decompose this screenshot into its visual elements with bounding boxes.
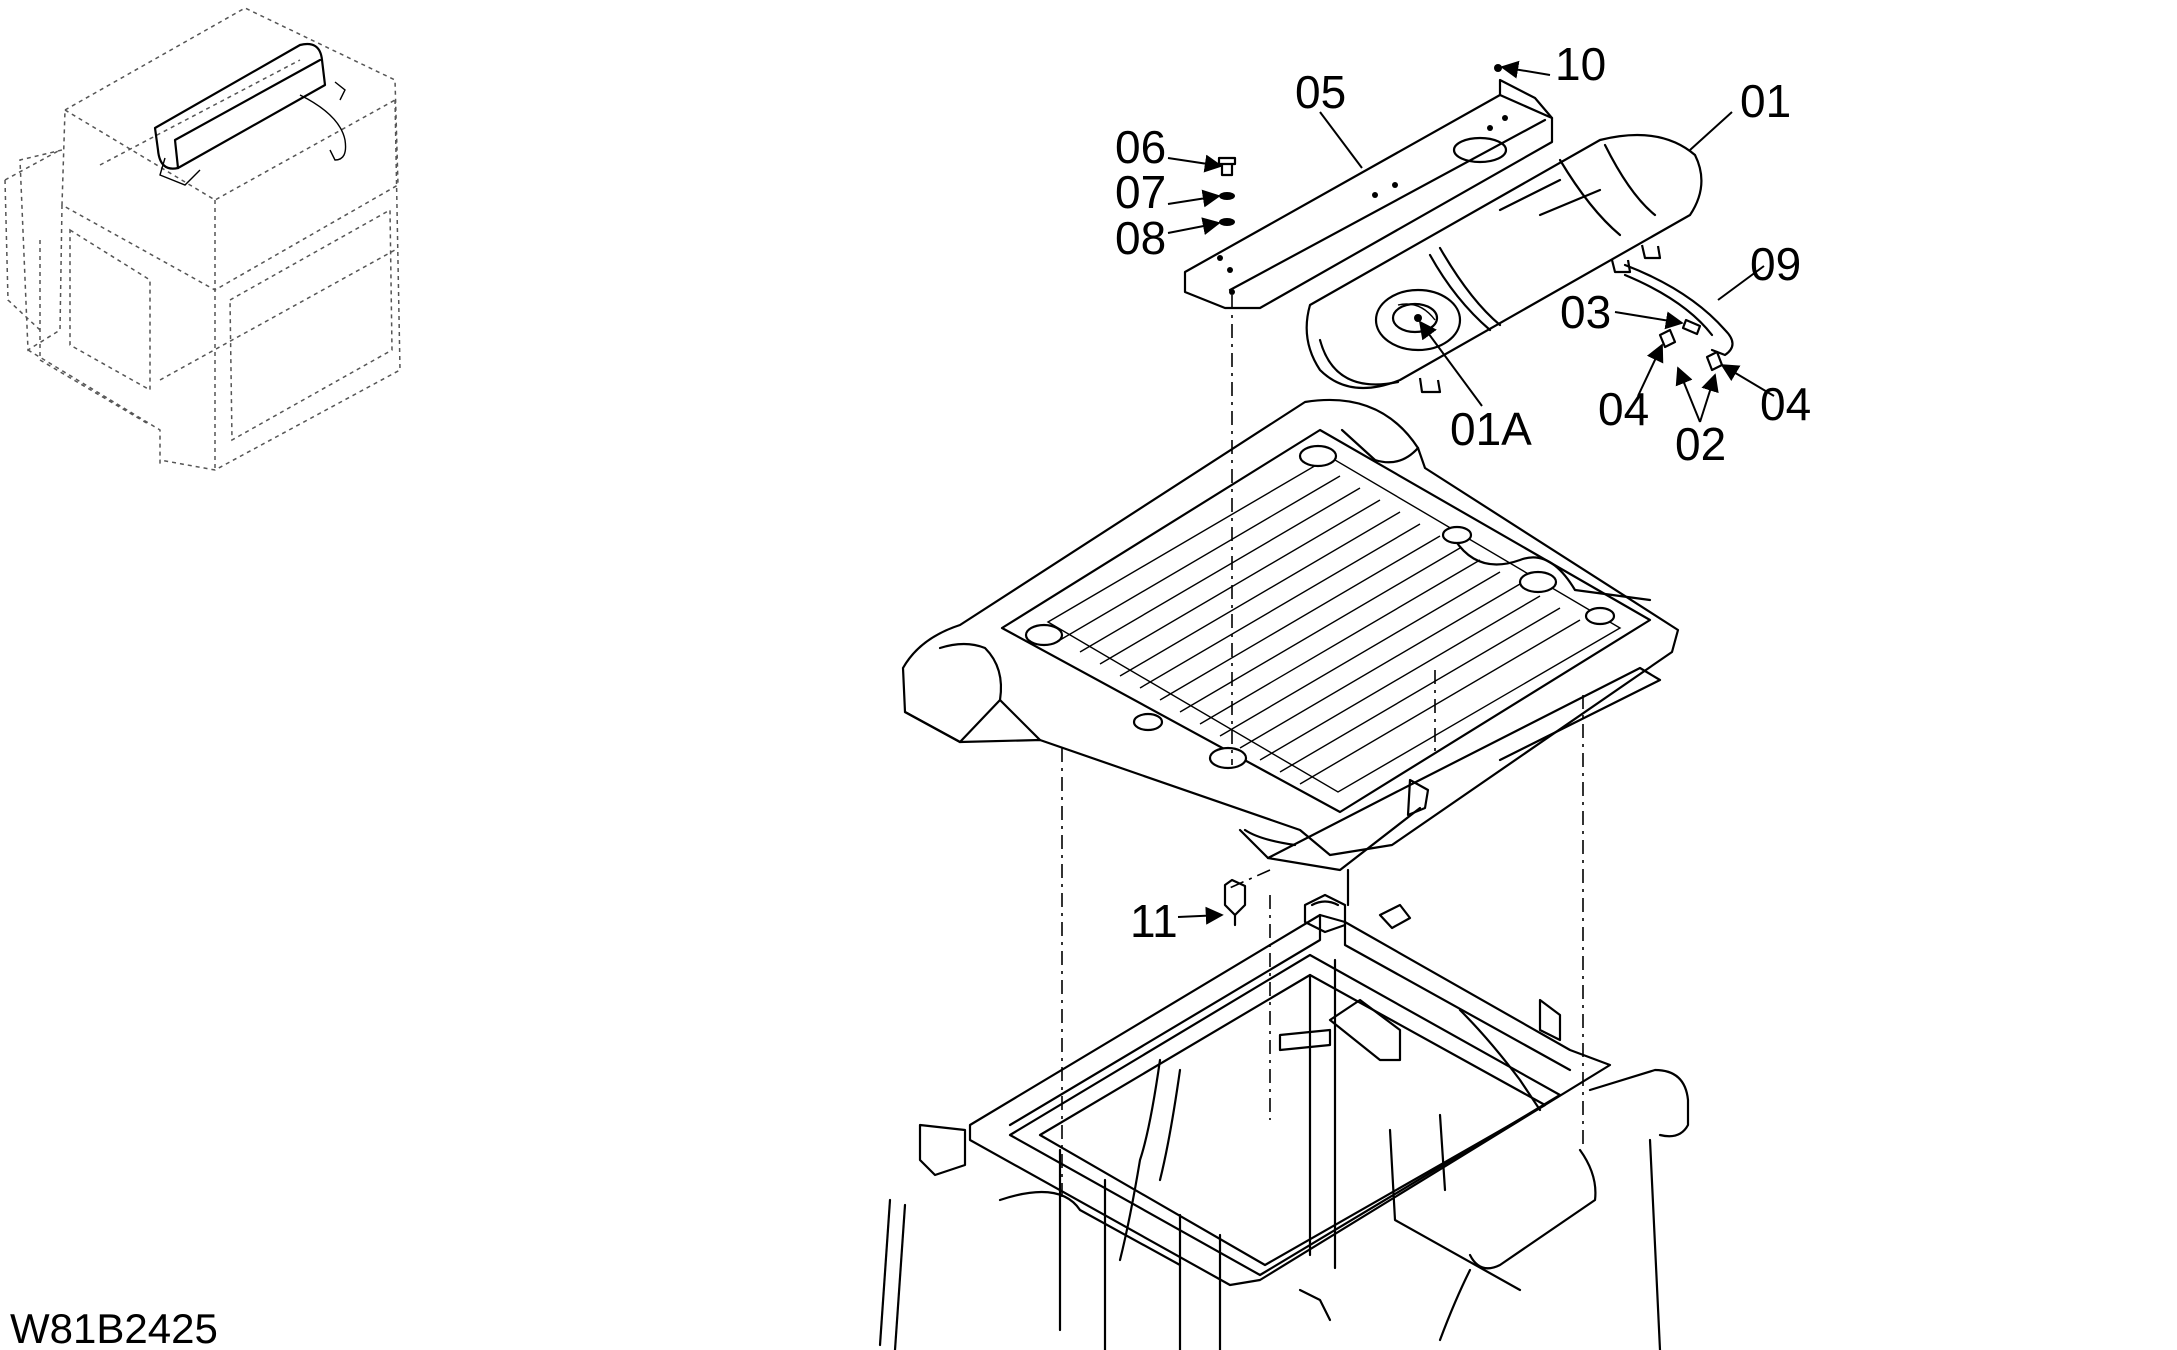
callout-08: 08	[1115, 212, 1166, 264]
cab-frame	[878, 868, 1690, 1350]
bracket-plate	[1183, 78, 1554, 310]
screw-part	[1494, 64, 1502, 72]
callout-10: 10	[1555, 38, 1606, 90]
callout-09: 09	[1750, 238, 1801, 290]
callout-03: 03	[1560, 286, 1611, 338]
drawing-code: W81B2425	[10, 1305, 218, 1350]
callout-labels: 01 01A 02 03 04 04 05 06 07 08 09 10 11	[1115, 38, 1811, 947]
assembly-centerlines	[1061, 295, 1584, 1200]
callout-01A: 01A	[1450, 403, 1532, 455]
callout-04-right: 04	[1760, 378, 1811, 430]
clamp-part-right	[1705, 350, 1724, 372]
callout-04-left: 04	[1598, 383, 1649, 435]
clamp-part-left	[1658, 328, 1677, 349]
callout-05: 05	[1295, 66, 1346, 118]
locator-thumbnail	[4, 7, 401, 471]
roof-panel	[901, 398, 1680, 872]
callout-06: 06	[1115, 121, 1166, 173]
washer-part	[1219, 192, 1235, 200]
clip-part	[1223, 878, 1247, 927]
connector-part	[1681, 318, 1702, 336]
callout-11: 11	[1130, 895, 1178, 947]
callout-02: 02	[1675, 418, 1726, 470]
callout-07: 07	[1115, 166, 1166, 218]
leader-lines	[1167, 60, 1775, 925]
lock-washer-part	[1219, 218, 1235, 226]
callout-01: 01	[1740, 75, 1791, 127]
wire-harness	[1623, 263, 1734, 357]
bolt-part	[1217, 156, 1237, 177]
speaker-box	[1305, 133, 1703, 394]
